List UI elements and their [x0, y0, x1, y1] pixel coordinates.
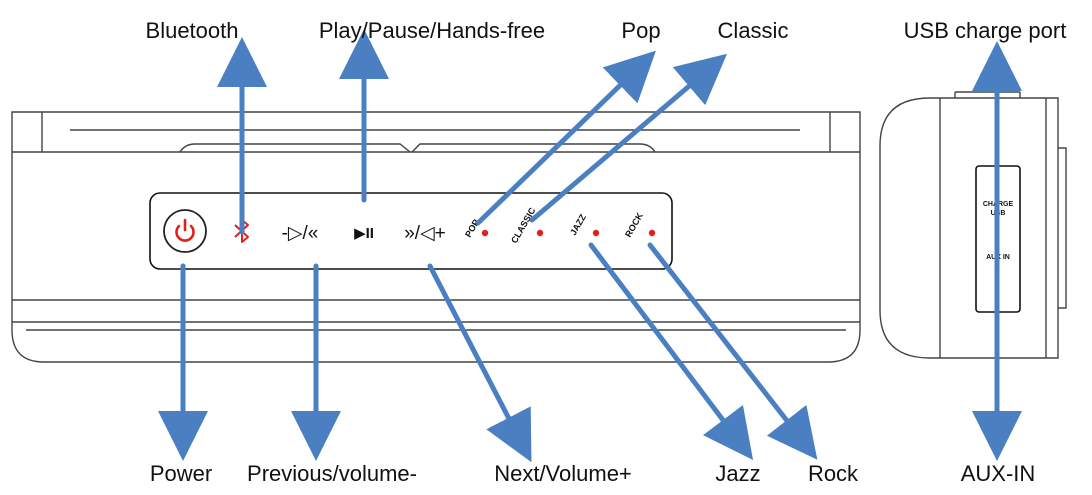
- label-classic: Classic: [718, 18, 789, 43]
- arrow-rock: [647, 242, 818, 460]
- arrow-classic: [529, 53, 728, 223]
- label-aux-in: AUX-IN: [961, 461, 1036, 486]
- label-previous: Previous/volume-: [247, 461, 417, 486]
- label-rock: Rock: [808, 461, 859, 486]
- control-panel: -▷/« ▶II »/◁+ POP CLASSIC JAZZ ROCK: [149, 192, 673, 270]
- label-next: Next/Volume+: [494, 461, 632, 486]
- eq-classic-indicator: [536, 229, 544, 237]
- label-jazz: Jazz: [715, 461, 760, 486]
- callout-arrows: [158, 29, 1022, 463]
- label-power: Power: [150, 461, 212, 486]
- arrow-jazz: [588, 242, 754, 460]
- label-usb-port: USB charge port: [904, 18, 1067, 43]
- label-pop: Pop: [621, 18, 660, 43]
- arrow-pop: [475, 50, 656, 226]
- play-pause-button-symbol[interactable]: ▶II: [354, 225, 374, 242]
- eq-pop-indicator: [481, 229, 489, 237]
- label-play-pause: Play/Pause/Hands-free: [319, 18, 545, 43]
- previous-button-symbol[interactable]: -▷/«: [282, 223, 319, 244]
- next-button-symbol[interactable]: »/◁+: [404, 223, 446, 244]
- power-icon: [175, 218, 195, 242]
- power-button[interactable]: [163, 209, 207, 253]
- label-bluetooth: Bluetooth: [146, 18, 239, 43]
- speaker-side-view: [879, 91, 1067, 359]
- eq-rock-indicator: [648, 229, 656, 237]
- arrow-next: [427, 263, 532, 463]
- eq-jazz-indicator: [592, 229, 600, 237]
- speaker-front-view: [11, 111, 861, 363]
